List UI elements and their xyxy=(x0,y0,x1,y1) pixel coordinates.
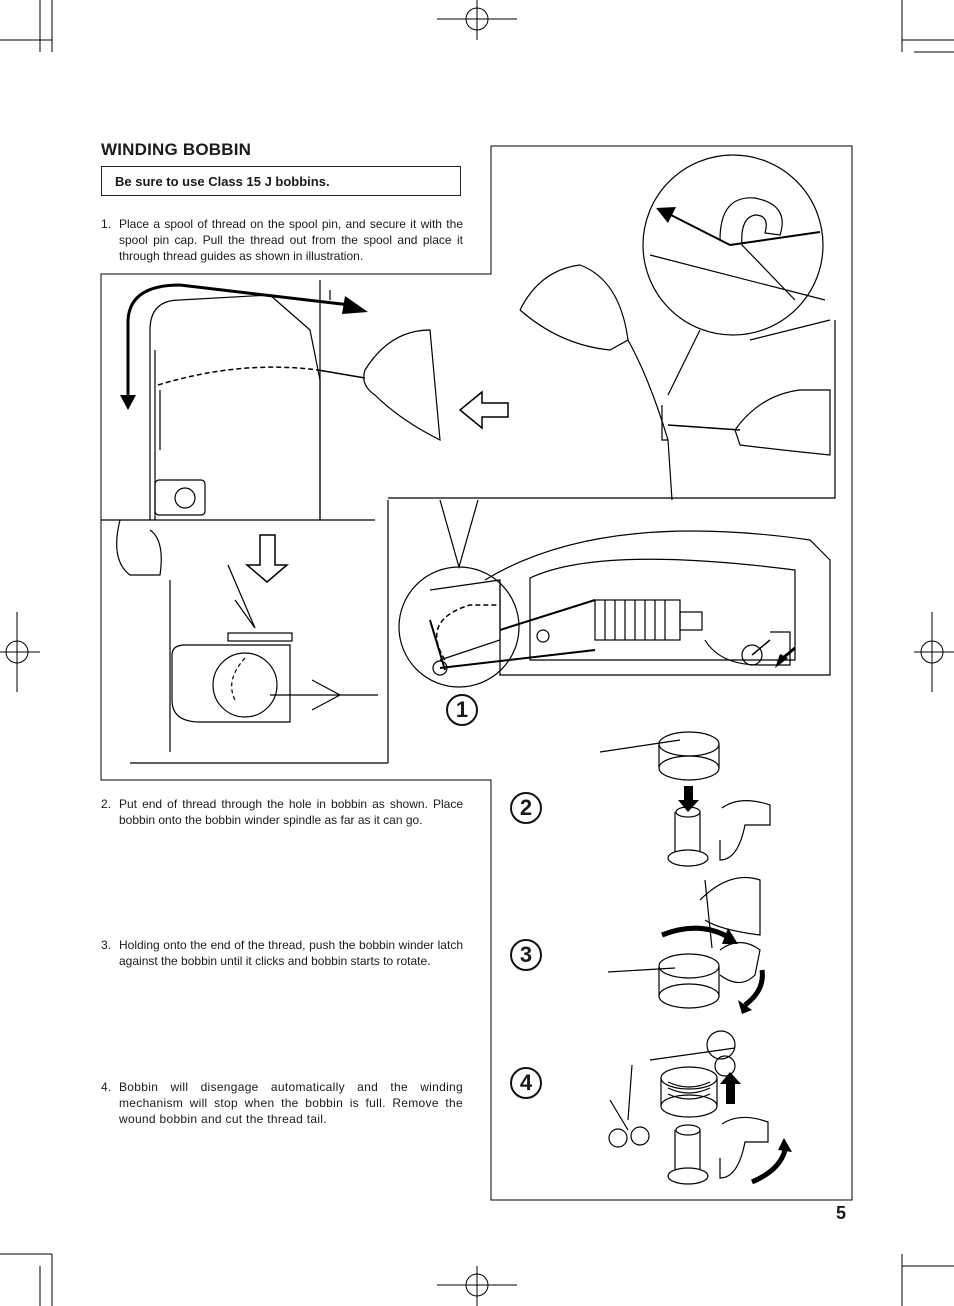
cut-thread-illustration xyxy=(608,1030,769,1185)
callout-4: 4 xyxy=(510,1067,542,1099)
step-1: 1. Place a spool of thread on the spool p… xyxy=(101,216,463,264)
step-4-number: 4. xyxy=(101,1080,112,1094)
page-number: 5 xyxy=(836,1203,847,1223)
step-3-number: 3. xyxy=(101,938,112,952)
step-1-number: 1. xyxy=(101,217,112,231)
bobbin-winder-illustration xyxy=(398,499,831,688)
step-4-text: Bobbin will disengage automatically and … xyxy=(119,1080,463,1126)
down-arrow xyxy=(244,534,290,583)
thread-guide-detail xyxy=(130,500,389,764)
section-title: WINDING BOBBIN xyxy=(101,140,252,159)
step-1-text: Place a spool of thread on the spool pin… xyxy=(119,217,463,263)
figure-frame xyxy=(100,145,853,1201)
step-3-text: Holding onto the end of the thread, push… xyxy=(119,938,463,968)
step-3: 3. Holding onto the end of the thread, pu… xyxy=(101,937,463,969)
spool-pin-illustration xyxy=(388,154,836,501)
thread-direction-arrow xyxy=(126,283,351,395)
machine-side-illustration xyxy=(101,280,441,576)
bobbin-class-note: Be sure to use Class 15 J bobbins. xyxy=(101,166,461,196)
zoom-detail-circle xyxy=(642,154,824,336)
step-2-number: 2. xyxy=(101,797,112,811)
step-2: 2. Put end of thread through the hole in … xyxy=(101,796,463,828)
callout-3: 3 xyxy=(510,939,542,971)
callout-1: 1 xyxy=(446,694,478,726)
step-4: 4. Bobbin will disengage automatically an… xyxy=(101,1079,463,1127)
left-arrow xyxy=(458,390,509,430)
zoom-detail-circle-2 xyxy=(398,566,520,688)
callout-2: 2 xyxy=(510,792,542,824)
step-2-text: Put end of thread through the hole in bo… xyxy=(119,797,463,827)
bobbin-placement-illustration xyxy=(599,731,771,867)
